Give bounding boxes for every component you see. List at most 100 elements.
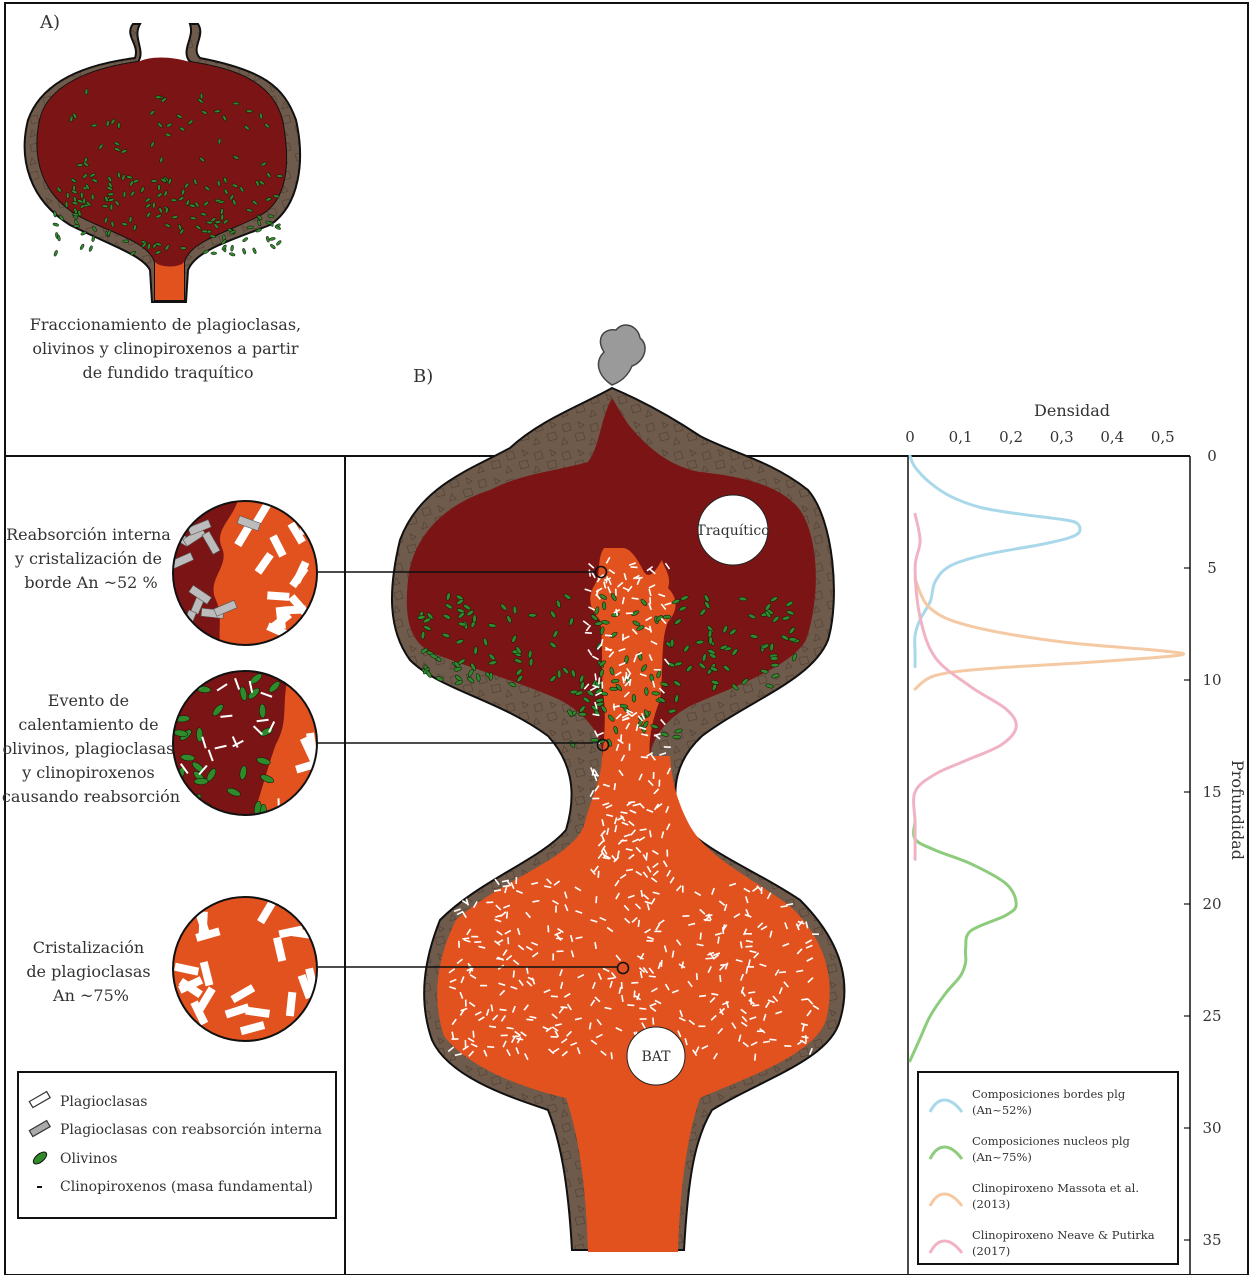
x-tick-label: 0,3: [1050, 428, 1074, 446]
plagioclase-crystal: [515, 877, 517, 884]
olivine-crystal: [709, 637, 713, 645]
olivine-crystal: [83, 198, 86, 204]
y-tick-label: 15: [1202, 783, 1221, 801]
plagioclase-crystal: [813, 879, 819, 885]
plagioclase-crystal: [629, 744, 631, 751]
plagioclase-crystal: [465, 1040, 467, 1047]
y-tick-label: 20: [1202, 895, 1221, 913]
volcano-edifice: [392, 388, 844, 1252]
olivine-crystal: [557, 670, 561, 678]
y-tick-label: 10: [1202, 671, 1221, 689]
olivine-crystal: [180, 247, 186, 250]
inset-circle-heating-event: [170, 670, 322, 820]
olivine-crystal: [247, 226, 253, 229]
plagioclase-crystal: [471, 936, 478, 938]
olivine-crystal: [88, 245, 93, 252]
olivine-crystal: [171, 199, 177, 202]
series-line-3: [915, 579, 1184, 689]
plagioclase-crystal: [682, 886, 684, 893]
olivine-crystal: [66, 192, 69, 198]
plagioclase-crystal: [790, 887, 797, 891]
plagioclase-crystal: [267, 591, 290, 601]
olivine-crystal: [270, 244, 276, 250]
plagioclase-crystal: [555, 906, 557, 913]
svg-text:Traquítico: Traquítico: [696, 523, 769, 539]
plagioclase-crystal: [169, 901, 193, 922]
panel-a-caption: Fraccionamiento de plagioclasas, olivino…: [30, 315, 306, 382]
olivine-crystal: [158, 184, 161, 190]
olivine-crystal: [123, 191, 126, 197]
olivine-crystal: [230, 245, 234, 251]
olivine-crystal: [489, 672, 493, 680]
plagioclase-crystal: [455, 890, 458, 897]
series-line-2: [910, 821, 1016, 1061]
legend-label-olivine: Olivinos: [60, 1151, 117, 1167]
plagioclase-crystal: [640, 1018, 647, 1020]
svg-text:BAT: BAT: [642, 1049, 672, 1065]
olivine-crystal: [194, 778, 208, 785]
panel-a-label: A): [39, 12, 60, 33]
y-tick-label: 25: [1202, 1007, 1221, 1025]
plagioclase-crystal: [451, 1038, 458, 1040]
plagioclase-crystal: [664, 746, 671, 748]
olivine-crystal: [200, 93, 203, 99]
x-tick-label: 0: [905, 428, 915, 446]
olivine-crystal: [246, 110, 252, 113]
plagioclase-crystal: [480, 985, 487, 987]
plagioclase-crystal: [698, 1026, 705, 1028]
olivine-crystal: [202, 230, 208, 233]
olivine-crystal: [242, 237, 248, 243]
olivine-crystal: [789, 637, 797, 641]
inset-caption-heating: Evento de calentamiento de olivinos, pla…: [2, 691, 180, 806]
olivine-crystal: [632, 694, 636, 702]
olivine-crystal: [123, 240, 129, 243]
plagioclase-crystal: [747, 966, 754, 968]
olivine-crystal: [79, 244, 84, 251]
x-tick-label: 0,1: [949, 428, 973, 446]
label-bat: BAT: [627, 1027, 685, 1085]
plagioclase-crystal: [812, 933, 819, 935]
olivine-crystal: [53, 250, 58, 257]
olivine-crystal: [102, 205, 108, 208]
x-tick-label: 0,5: [1151, 428, 1175, 446]
olivine-crystal: [269, 237, 275, 241]
plagioclase-crystal: [816, 905, 823, 908]
olivine-crystal: [473, 615, 477, 623]
olivine-crystal: [215, 199, 221, 202]
inset-caption-rim: Reabsorción interna y cristalización de …: [6, 525, 176, 592]
panel-b-label: B): [413, 366, 433, 387]
olivine-crystal: [673, 735, 681, 739]
olivine-crystal: [644, 687, 648, 695]
plagioclase-crystal: [654, 931, 661, 933]
plagioclase-crystal: [761, 887, 763, 894]
x-tick-label: 0,2: [999, 428, 1023, 446]
olivine-crystal: [276, 240, 282, 246]
legend-label-plagioclase: Plagioclasas: [60, 1094, 148, 1110]
legend-label-resorbed-plagioclase: Plagioclasas con reabsorción interna: [60, 1122, 322, 1138]
plagioclase-crystal: [184, 620, 194, 643]
eruption-plume: [598, 325, 645, 385]
olivine-crystal: [221, 214, 224, 220]
olivine-crystal: [73, 224, 79, 227]
olivine-crystal: [155, 96, 161, 99]
clinopyroxene-icon: [37, 1186, 42, 1188]
plagioclase-crystal: [745, 933, 752, 935]
plagioclase-crystal: [468, 887, 475, 889]
panel-a-chamber: [25, 24, 300, 302]
olivine-crystal: [242, 248, 246, 255]
plagioclase-crystal: [805, 893, 812, 898]
olivine-crystal: [151, 179, 157, 182]
plagioclase-crystal: [653, 772, 655, 779]
inset-circle-plagioclase-crystallization: [169, 895, 320, 1045]
olivine-crystal: [211, 252, 217, 255]
plagioclase-crystal: [666, 850, 668, 857]
y-tick-label: 0: [1207, 447, 1217, 465]
x-tick-label: 0,4: [1100, 428, 1124, 446]
olivine-crystal: [670, 639, 674, 647]
olivine-crystal: [663, 615, 671, 619]
olivine-crystal: [57, 235, 61, 241]
olivine-crystal: [91, 194, 94, 200]
series-line-4: [914, 514, 1017, 859]
plagioclase-crystal: [601, 682, 603, 689]
